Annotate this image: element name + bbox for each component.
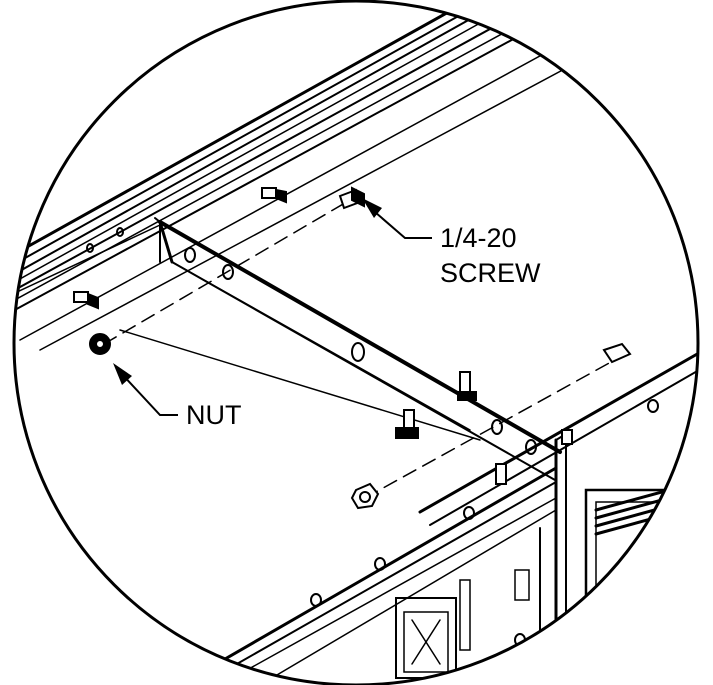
top-rail: [14, 1, 601, 351]
mounting-holes: [86, 227, 659, 647]
screw-callout-line1: 1/4-20: [440, 223, 517, 253]
front-panel: [178, 466, 558, 685]
nut-fastener: [89, 333, 380, 510]
screw-callout-line2: SCREW: [440, 258, 541, 288]
screw-fastener: [73, 186, 632, 485]
screw-leader-line: [367, 205, 432, 239]
cross-member: [14, 217, 562, 481]
screw-arrowhead: [362, 198, 382, 218]
nut-arrowhead: [113, 363, 132, 385]
nut-callout-label: NUT: [186, 400, 242, 430]
nut-leader-line: [119, 371, 178, 416]
